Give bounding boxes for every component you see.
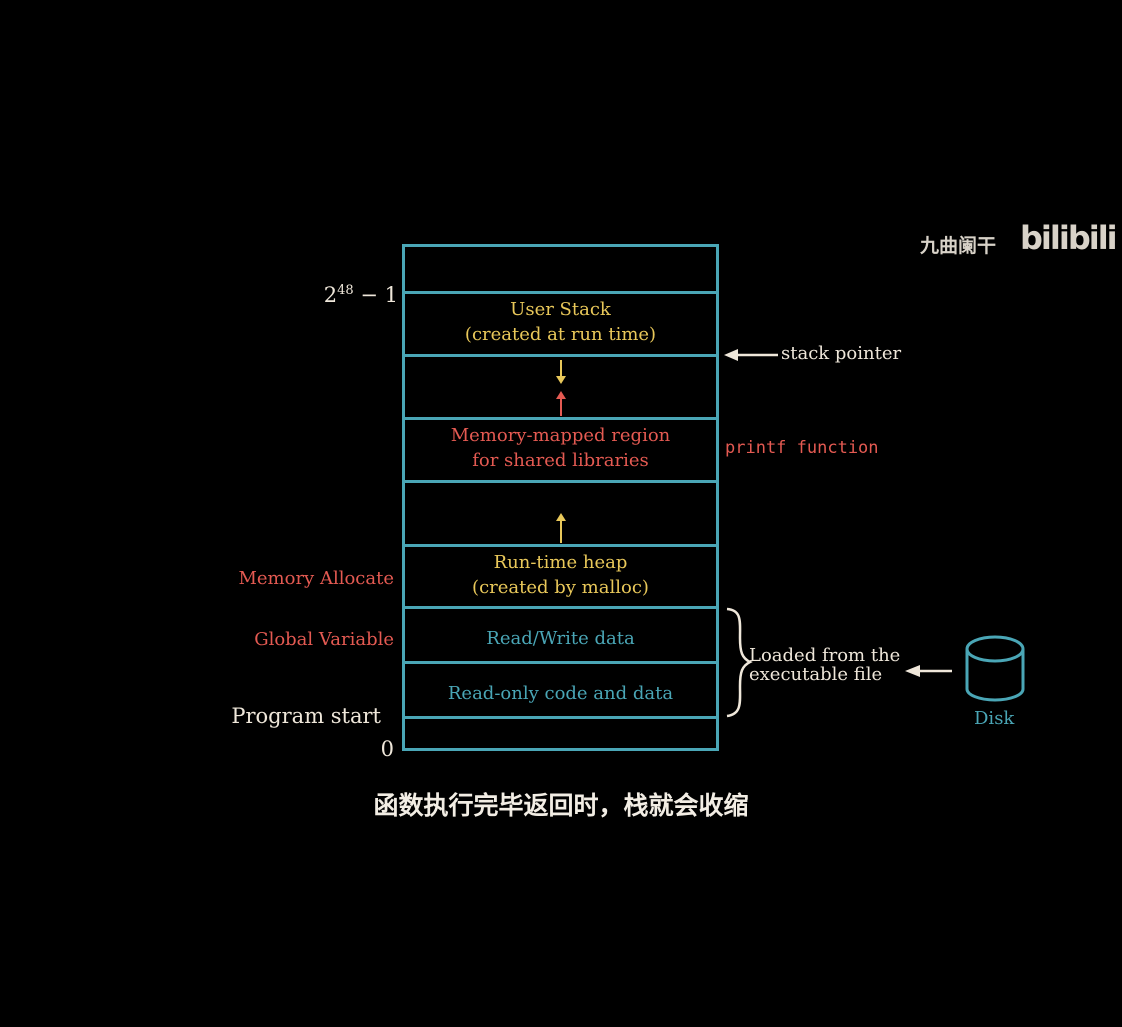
divider xyxy=(402,480,719,483)
divider xyxy=(402,417,719,420)
label-memory-allocate: Memory Allocate xyxy=(238,568,394,589)
segment-heap: Run-time heap (created by malloc) xyxy=(405,550,716,600)
watermark-author: 九曲阑干 xyxy=(920,235,997,257)
segment-user-stack: User Stack (created at run time) xyxy=(405,297,716,347)
label-loaded-from: Loaded from the executable file xyxy=(749,646,900,684)
divider xyxy=(402,661,719,664)
arrow-left-icon xyxy=(905,665,952,677)
label-loaded-line: executable file xyxy=(749,664,883,685)
brace-icon xyxy=(726,607,753,718)
divider xyxy=(402,716,719,719)
address-top: 248 − 1 xyxy=(324,283,398,307)
label-disk: Disk xyxy=(974,708,1015,729)
segment-line: Read-only code and data xyxy=(447,683,674,704)
divider xyxy=(402,606,719,609)
divider xyxy=(402,354,719,357)
segment-line: Read/Write data xyxy=(486,628,635,649)
address-top-base: 2 xyxy=(323,283,338,307)
bilibili-logo: bilibili xyxy=(1020,219,1118,257)
segment-line: Run-time heap xyxy=(493,552,628,573)
segment-line: Memory-mapped region xyxy=(450,425,671,446)
divider xyxy=(402,291,719,294)
divider xyxy=(402,544,719,547)
label-global-variable: Global Variable xyxy=(254,629,394,650)
subtitle-caption: 函数执行完毕返回时，栈就会收缩 xyxy=(373,791,749,820)
memory-layout-box xyxy=(402,244,719,751)
arrow-left-icon xyxy=(724,349,778,361)
address-top-exp: 48 xyxy=(337,283,354,298)
segment-line: (created by malloc) xyxy=(472,577,649,598)
label-loaded-line: Loaded from the xyxy=(749,645,901,666)
segment-line: User Stack xyxy=(510,299,611,320)
segment-rw-data: Read/Write data xyxy=(405,626,716,651)
segment-mmap-region: Memory-mapped region for shared librarie… xyxy=(405,423,716,473)
label-program-start: Program start xyxy=(231,704,381,728)
segment-line: for shared libraries xyxy=(472,450,649,471)
label-printf-function: printf function xyxy=(725,438,879,458)
segment-ro-code: Read-only code and data xyxy=(405,681,716,706)
address-top-rest: − 1 xyxy=(353,283,398,307)
disk-icon xyxy=(965,635,1025,702)
label-stack-pointer: stack pointer xyxy=(781,343,902,364)
segment-line: (created at run time) xyxy=(464,324,657,345)
address-bottom: 0 xyxy=(380,737,394,761)
